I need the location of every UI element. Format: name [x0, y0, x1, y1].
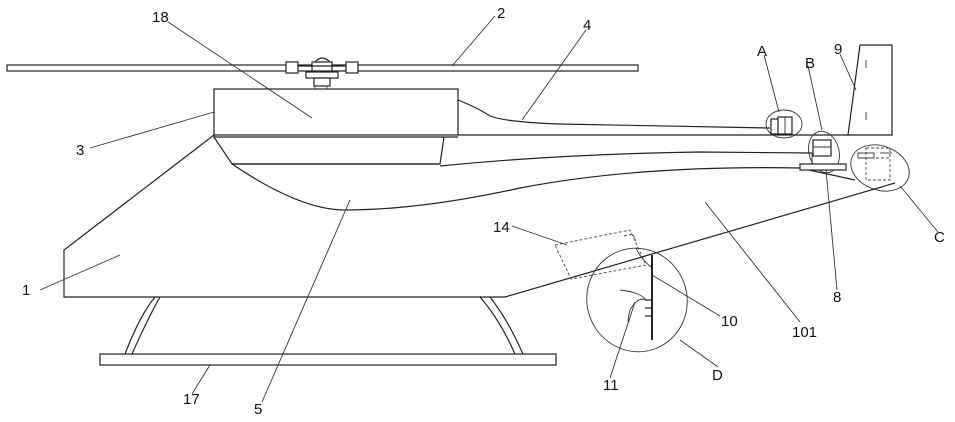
cabin-section [214, 137, 444, 164]
label-18: 18 [152, 9, 169, 26]
label-101: 101 [792, 324, 817, 341]
label-a: A [757, 43, 767, 60]
label-9: 9 [834, 41, 842, 58]
leader-lines [40, 16, 938, 402]
tail-rotor-assembly [844, 137, 915, 199]
label-3: 3 [76, 142, 84, 159]
label-14: 14 [493, 219, 510, 236]
label-17: 17 [183, 391, 200, 408]
label-b: B [805, 55, 815, 72]
label-8: 8 [833, 289, 841, 306]
fuselage-body [64, 135, 895, 297]
label-1: 1 [22, 282, 30, 299]
label-10: 10 [721, 313, 738, 330]
detail-d [572, 234, 702, 366]
label-4: 4 [583, 17, 591, 34]
label-11: 11 [603, 377, 619, 394]
vertical-tail-fin [848, 45, 892, 135]
engine-cowling [214, 89, 458, 135]
label-d: D [712, 367, 723, 384]
label-c: C [934, 229, 945, 246]
component-a [766, 110, 802, 138]
landing-gear [100, 297, 556, 365]
label-2: 2 [497, 5, 505, 22]
component-14-outline [555, 230, 646, 279]
label-5: 5 [254, 401, 262, 418]
rotor-hub [286, 58, 358, 86]
